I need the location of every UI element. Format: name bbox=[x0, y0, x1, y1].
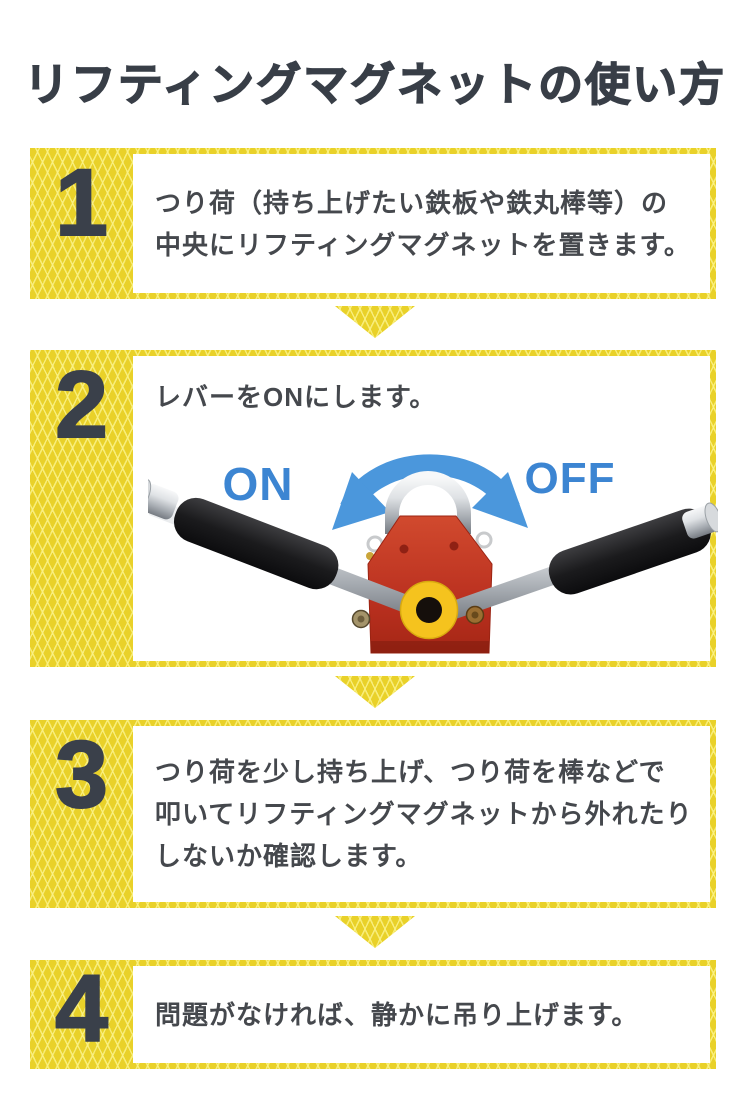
on-label: ON bbox=[222, 458, 293, 510]
left-end-cap bbox=[147, 478, 179, 520]
lifting-magnet-illustration: ON OFF bbox=[147, 454, 718, 654]
left-grip bbox=[173, 497, 338, 590]
right-grip bbox=[548, 508, 711, 595]
latch-pin-right bbox=[475, 531, 492, 549]
step-1-text-line: つり荷（持ち上げたい鉄板や鉄丸棒等）の bbox=[155, 187, 669, 218]
down-triangle-icon bbox=[335, 306, 415, 338]
bolt-right bbox=[465, 605, 484, 625]
down-triangle-icon bbox=[335, 916, 415, 948]
step-4-number: 4 bbox=[54, 956, 109, 1062]
step-4-content: 問題がなければ、静かに吊り上げます。 bbox=[133, 966, 710, 1063]
page-title: リフティングマグネットの使い方 bbox=[23, 58, 727, 110]
step-2-block: 2 レバーをONにします。 bbox=[30, 350, 718, 667]
step-2-number: 2 bbox=[54, 352, 109, 458]
off-label: OFF bbox=[524, 454, 615, 503]
step-3-text-line: つり荷を少し持ち上げ、つり荷を棒などで bbox=[155, 757, 666, 787]
cam-disc bbox=[399, 580, 458, 640]
step-3-content: つり荷を少し持ち上げ、つり荷を棒などで 叩いてリフティングマグネットから外れたり… bbox=[133, 726, 710, 902]
bolt-left bbox=[351, 609, 370, 629]
step-3-number: 3 bbox=[54, 722, 109, 828]
step-4-block: 4 問題がなければ、静かに吊り上げます。 bbox=[30, 960, 716, 1069]
step-2-content: レバーをONにします。 bbox=[133, 356, 718, 661]
down-triangle-icon bbox=[335, 676, 415, 708]
step-1-content: つり荷（持ち上げたい鉄板や鉄丸棒等）の 中央にリフティングマグネットを置きます。 bbox=[133, 154, 710, 293]
step-1-block: 1 つり荷（持ち上げたい鉄板や鉄丸棒等）の 中央にリフティングマグネットを置きま… bbox=[30, 148, 716, 299]
step-2-text-line: レバーをONにします。 bbox=[155, 382, 437, 412]
step-1-text-line: 中央にリフティングマグネットを置きます。 bbox=[155, 229, 691, 260]
step-1-number: 1 bbox=[54, 150, 109, 256]
step-4-text-line: 問題がなければ、静かに吊り上げます。 bbox=[155, 999, 639, 1030]
step-3-block: 3 つり荷を少し持ち上げ、つり荷を棒などで 叩いてリフティングマグネットから外れ… bbox=[30, 720, 716, 908]
shackle bbox=[384, 471, 471, 534]
right-handle bbox=[443, 502, 718, 621]
left-handle bbox=[147, 478, 426, 619]
step-3-text-line: しないか確認します。 bbox=[155, 841, 423, 871]
rotation-arrow-icon bbox=[331, 454, 528, 530]
step-3-text-line: 叩いてリフティングマグネットから外れたり bbox=[155, 799, 693, 829]
right-end-cap bbox=[681, 502, 718, 539]
